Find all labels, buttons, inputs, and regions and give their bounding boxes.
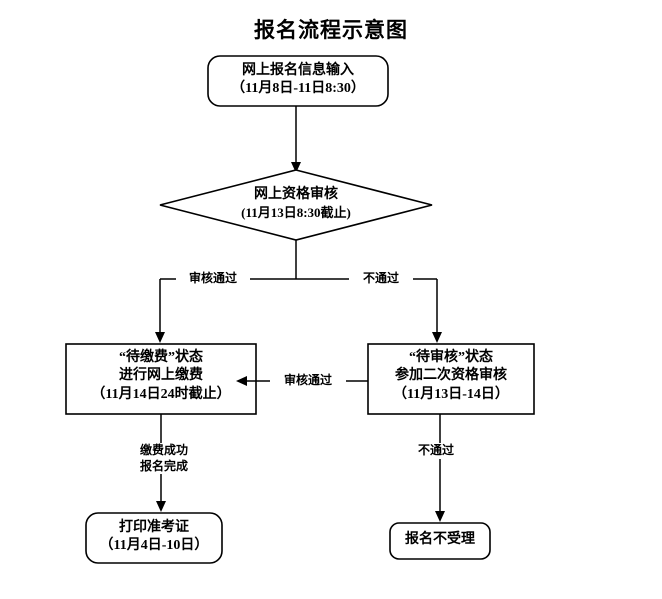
edge-line: 不通过 (417, 443, 454, 457)
node-line: （11月4日-10日） (99, 538, 209, 554)
node-line: 网上资格审核 (254, 187, 338, 202)
node-pending-review-status[interactable]: “待审核”状态 参加二次资格审核 （11月13日-14日） (368, 349, 534, 404)
node-pending-review-status-shape (367, 343, 535, 415)
node-line: “待缴费”状态 (119, 350, 203, 365)
node-line: 报名不受理 (405, 532, 475, 547)
edge-label-second-review-fail: 不通过 (404, 443, 468, 459)
node-line: 网上报名信息输入 (242, 63, 354, 78)
arrowhead-second-review-fail (435, 511, 445, 522)
node-line: (11月13日8:30截止) (241, 205, 351, 221)
node-online-registration-input[interactable]: 网上报名信息输入 （11月8日-11日8:30） (208, 62, 388, 99)
arrowhead-second-review-pass (236, 376, 247, 386)
node-online-registration-input-shape (207, 55, 389, 107)
edge-line: 报名完成 (139, 458, 188, 473)
edge-line: 缴费成功 (139, 443, 188, 457)
node-print-admission-ticket-shape (85, 512, 223, 564)
node-line: 打印准考证 (119, 520, 189, 535)
node-line: （11月13日-14日） (393, 386, 509, 402)
node-print-admission-ticket[interactable]: 打印准考证 （11月4日-10日） (86, 519, 222, 556)
node-pending-payment-status-shape (65, 343, 257, 415)
edge-label-review-pass-left: 审核通过 (176, 271, 250, 287)
edge-label-second-review-pass: 审核通过 (270, 373, 346, 389)
node-pending-payment-status[interactable]: “待缴费”状态 进行网上缴费 （11月14日24时截止） (66, 349, 256, 404)
edge-label-payment-success: 缴费成功 报名完成 (121, 443, 207, 475)
arrowhead-input-to-review (291, 162, 301, 173)
node-line: 参加二次资格审核 (395, 368, 507, 384)
edge-line: 不通过 (362, 271, 399, 285)
edge-line: 审核通过 (283, 373, 332, 387)
page-title: 报名流程示意图 (254, 18, 408, 42)
edge-label-review-fail-right: 不通过 (349, 271, 413, 287)
edge-line: 审核通过 (188, 271, 237, 285)
node-registration-rejected[interactable]: 报名不受理 (390, 531, 490, 549)
node-line: （11月8日-11日8:30） (231, 81, 365, 97)
arrowhead-review-pass-left (155, 332, 165, 343)
node-line: （11月14日24时截止） (91, 386, 231, 402)
node-online-qualification-review[interactable]: 网上资格审核 (11月13日8:30截止) (176, 186, 416, 222)
node-line: “待审核”状态 (409, 350, 493, 365)
node-line: 进行网上缴费 (119, 368, 203, 384)
arrowhead-payment-success (156, 501, 166, 512)
node-registration-rejected-shape (389, 522, 491, 560)
arrowhead-review-fail-right (432, 332, 442, 343)
